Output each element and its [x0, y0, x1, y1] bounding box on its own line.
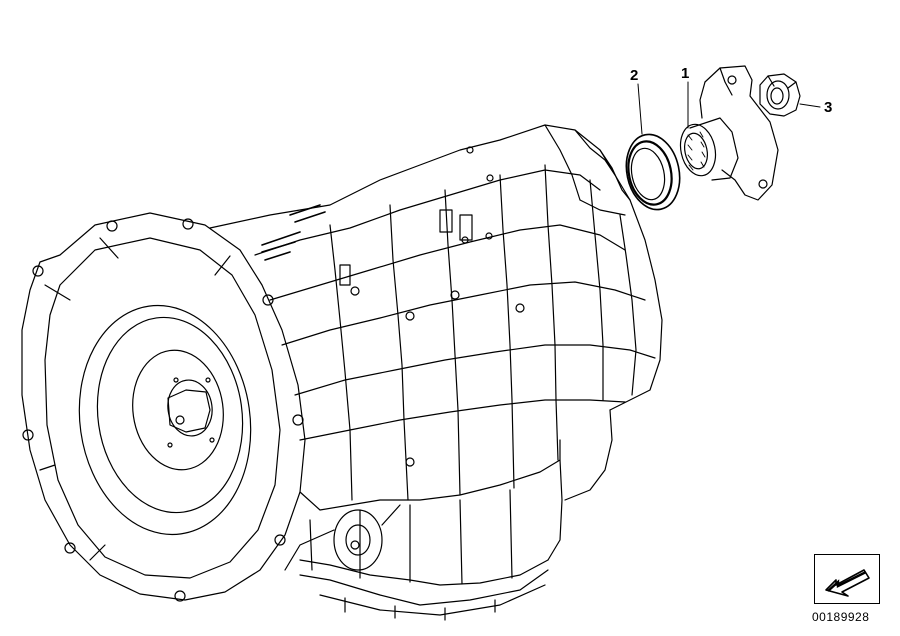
shaft-seal-part [625, 133, 681, 211]
leader-line-2 [637, 83, 643, 135]
flange-part [679, 65, 779, 201]
arrow-down-left-icon [814, 554, 880, 604]
callout-2: 2 [630, 67, 639, 84]
collar-nut-part [759, 73, 801, 117]
leader-line-3 [799, 103, 821, 108]
transmission-housing [21, 124, 663, 621]
reference-number: 00189928 [812, 610, 870, 624]
callout-3: 3 [824, 99, 833, 116]
leader-lines [637, 81, 821, 135]
callout-1: 1 [681, 65, 690, 82]
